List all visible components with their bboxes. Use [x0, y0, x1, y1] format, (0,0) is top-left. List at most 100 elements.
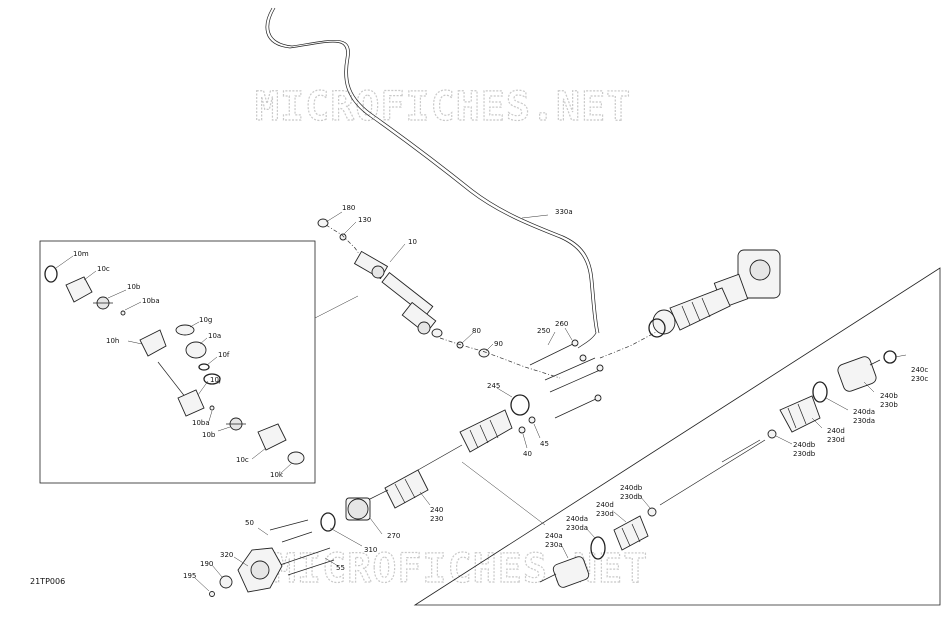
lead-10h [127, 340, 143, 345]
lead-40 [522, 433, 528, 449]
label-45: 45 [540, 440, 549, 448]
label-250: 250 [537, 327, 550, 335]
propeller-shaft-10 [317, 218, 443, 338]
lead-240da-r [825, 397, 849, 411]
label-240: 240 [430, 506, 443, 514]
wheel-hub-assembly [209, 497, 371, 597]
seal-245 [510, 394, 530, 416]
label-10ba-top: 10ba [142, 297, 160, 305]
differential-assembly [648, 249, 781, 338]
label-240d-r: 240d [827, 427, 845, 435]
cable-330a-outline [268, 7, 600, 334]
lead-10c-bot [251, 447, 267, 460]
bolt-set-250-260 [529, 339, 604, 419]
inset-frame [39, 240, 316, 484]
shaft-10j [177, 389, 205, 417]
lead-320 [233, 556, 249, 567]
detail-leader-line [461, 461, 546, 526]
lead-270 [369, 517, 383, 535]
label-240a: 240a [545, 532, 563, 540]
lead-240b [863, 381, 875, 393]
label-10k: 10k [270, 471, 284, 479]
lead-55 [324, 557, 339, 567]
lead-10c-top [83, 270, 97, 281]
lead-10b-bot [217, 426, 231, 432]
label-230da-r: 230da [853, 417, 875, 425]
label-240b: 240b [880, 392, 898, 400]
label-240db-r: 240db [793, 441, 816, 449]
watermark-top: MICROFICHES.NET [255, 84, 631, 130]
label-240c: 240c [911, 366, 928, 374]
driveshaft-240-230 [367, 394, 536, 509]
lead-10 [389, 243, 406, 263]
lead-245 [496, 387, 513, 398]
label-10b-bot: 10b [202, 431, 216, 439]
lead-130 [343, 221, 357, 235]
clamp-240db-right [767, 429, 777, 439]
lead-10f [206, 356, 218, 366]
label-190: 190 [200, 560, 213, 568]
label-10b-top: 10b [127, 283, 141, 291]
axle-shaft [659, 439, 766, 506]
nut-40 [518, 426, 526, 434]
label-240da-r: 240da [853, 408, 875, 416]
sleeve-10a [185, 341, 207, 359]
lead-260 [564, 327, 573, 341]
cv-joint-240b [837, 356, 877, 392]
cv-boot-outer [384, 469, 429, 509]
inset-components [44, 265, 305, 465]
bolt-80 [456, 341, 464, 349]
seal-ring-upper [648, 318, 666, 338]
label-90: 90 [494, 340, 503, 348]
lead-240c [894, 354, 907, 358]
yoke-10h [139, 329, 167, 357]
lead-250 [547, 331, 556, 346]
label-230d-r: 230d [827, 436, 845, 444]
lead-240d-l [613, 511, 627, 523]
label-310: 310 [364, 546, 377, 554]
ring-310 [320, 512, 336, 532]
lead-10m [55, 255, 74, 269]
boot-240d-left [613, 515, 649, 551]
cable-330a [265, 7, 597, 349]
label-180: 180 [342, 204, 355, 212]
cross-joint-front [371, 265, 385, 279]
label-10: 10 [408, 238, 417, 246]
label-330a: 330a [555, 208, 573, 216]
label-195: 195 [183, 572, 196, 580]
lead-195 [194, 577, 210, 592]
cross-joint-rear [417, 321, 431, 335]
label-130: 130 [358, 216, 371, 224]
label-10g: 10g [199, 316, 212, 324]
lead-180 [325, 211, 343, 223]
lead-190 [211, 564, 223, 578]
lead-240db-l [639, 495, 651, 509]
detail-components [539, 350, 897, 588]
washer-90 [478, 348, 490, 358]
label-230da-l: 230da [566, 524, 588, 532]
lead-10b-top [107, 289, 127, 299]
detail-frame [413, 267, 941, 606]
clamp-240da-right [812, 381, 828, 403]
label-240d-l: 240d [596, 501, 614, 509]
cv-joint-240a [552, 556, 590, 588]
label-80: 80 [472, 327, 481, 335]
cv-boot-upper [669, 287, 731, 331]
label-10c-top: 10c [97, 265, 110, 273]
lead-240da-l [585, 527, 596, 539]
cv-boot-inner [459, 409, 513, 453]
label-230db-r: 230db [793, 450, 816, 458]
label-230: 230 [430, 515, 443, 523]
ring-240c [883, 350, 897, 364]
label-240da-l: 240da [566, 515, 588, 523]
clip-10ba-top [120, 310, 126, 316]
nut-190 [219, 575, 233, 589]
lead-10a [199, 337, 208, 345]
ring-10g [175, 324, 195, 336]
label-50: 50 [245, 519, 254, 527]
lead-10k [280, 462, 293, 474]
label-10ba-bot: 10ba [192, 419, 210, 427]
pin-195 [209, 591, 215, 597]
lead-80 [461, 332, 474, 344]
